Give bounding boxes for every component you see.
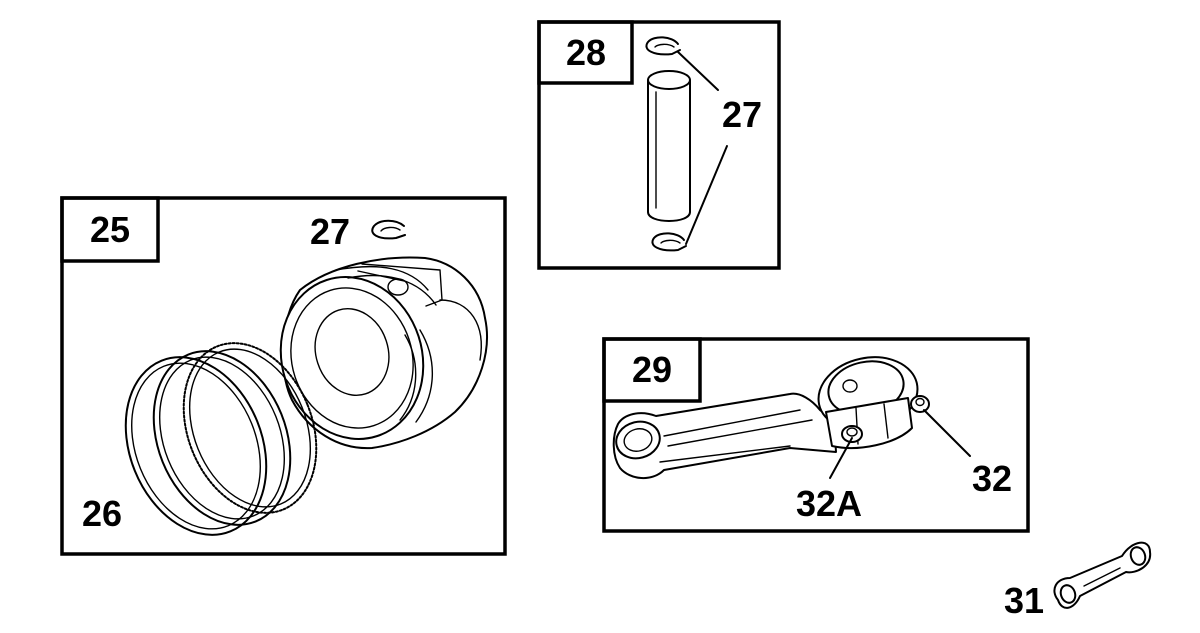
group-25-frame xyxy=(60,196,507,556)
group-28-piston-pin: 28 27 xyxy=(537,20,781,270)
item-31-rod-lock: 31 xyxy=(1004,541,1152,621)
rod-lock-plate-icon xyxy=(1053,541,1152,609)
rod-bolt-32a-icon xyxy=(841,425,863,443)
group-29-connecting-rod: 29 32A 32 xyxy=(602,337,1030,533)
rod-bolt-32-icon xyxy=(910,395,930,413)
callout-27-pin-clips: 27 xyxy=(722,94,762,135)
group-28-frame xyxy=(537,20,781,270)
leader-27-bottom xyxy=(685,145,728,245)
connecting-rod-icon xyxy=(612,356,919,479)
callout-32a: 32A xyxy=(796,483,862,524)
group-25-label-box xyxy=(60,196,160,263)
group-25-piston-assembly: 25 27 xyxy=(60,196,507,556)
leader-27-top xyxy=(677,51,719,91)
callout-32: 32 xyxy=(972,458,1012,499)
callout-27-piston-clip: 27 xyxy=(310,211,350,252)
pin-clip-bottom-icon xyxy=(651,232,687,252)
group-28-label-box xyxy=(537,20,634,85)
piston-pin-clip-icon xyxy=(371,219,406,240)
leader-32a xyxy=(829,437,853,479)
piston-rings-icon xyxy=(124,342,318,536)
callout-31: 31 xyxy=(1004,580,1044,621)
group-29-number: 29 xyxy=(632,349,672,390)
group-29-frame xyxy=(602,337,1030,533)
callout-26-rings: 26 xyxy=(82,493,122,534)
group-25-number: 25 xyxy=(90,209,130,250)
piston-icon xyxy=(279,256,488,450)
group-29-label-box xyxy=(602,337,702,403)
leader-32 xyxy=(923,409,971,457)
group-28-number: 28 xyxy=(566,32,606,73)
pin-clip-top-icon xyxy=(645,36,681,56)
piston-pin-icon xyxy=(647,70,691,222)
